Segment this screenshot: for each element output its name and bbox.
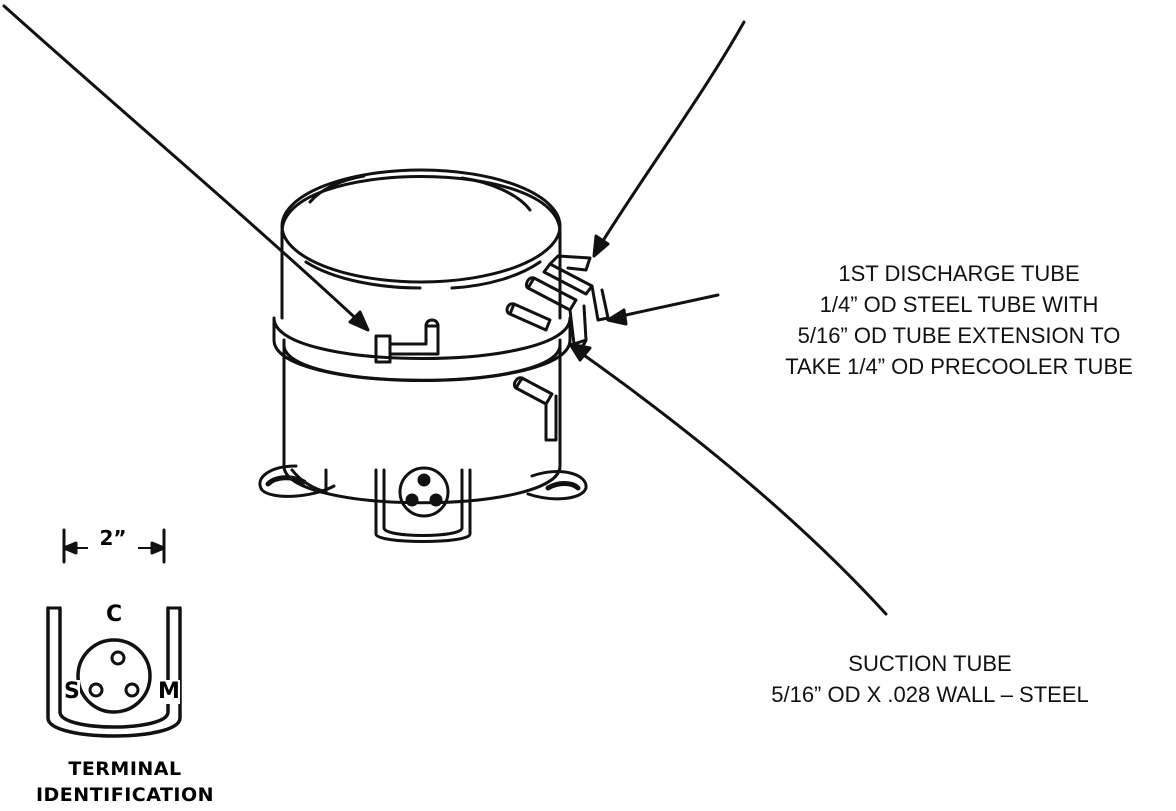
discharge-callout-line-3: 5/16” OD TUBE EXTENSION TO xyxy=(797,323,1121,348)
terminal-label-common: C xyxy=(106,602,123,627)
dome-body xyxy=(280,175,562,320)
terminal-inset-drawing xyxy=(46,528,182,738)
suction-callout-line-1: SUCTION TUBE xyxy=(848,651,1012,676)
leader-line-suction xyxy=(572,346,888,616)
lower-shell xyxy=(282,338,562,505)
discharge-tube-callout: 1ST DISCHARGE TUBE 1/4” OD STEEL TUBE WI… xyxy=(742,258,1176,382)
compressor-terminal-box xyxy=(374,466,472,543)
shell-flange xyxy=(272,316,572,382)
mounting-foot-right xyxy=(526,470,588,501)
terminal-label-main: M xyxy=(158,679,180,704)
dome-top xyxy=(280,168,562,284)
discharge-callout-line-1: 1ST DISCHARGE TUBE xyxy=(838,261,1080,286)
arrow-head-discharge xyxy=(606,308,628,326)
suction-tube-callout: SUCTION TUBE 5/16” OD X .028 WALL – STEE… xyxy=(690,648,1170,710)
arrow-head-left-fitting xyxy=(348,310,370,332)
mounting-foot-left xyxy=(258,464,336,498)
discharge-callout-line-2: 1/4” OD STEEL TUBE WITH xyxy=(819,292,1099,317)
leader-line-discharge xyxy=(610,293,720,320)
leader-line-left-fitting xyxy=(2,4,366,328)
process-fitting xyxy=(374,318,440,364)
suction-stub xyxy=(512,376,558,442)
discharge-callout-line-4: TAKE 1/4” OD PRECOOLER TUBE xyxy=(785,354,1133,379)
terminal-label-start: S xyxy=(64,679,80,704)
arrow-head-upper-tube xyxy=(592,234,610,258)
discharge-tubes xyxy=(505,254,610,350)
suction-callout-line-2: 5/16” OD X .028 WALL – STEEL xyxy=(771,682,1089,707)
terminal-caption-line-2: IDENTIFICATION xyxy=(35,784,215,806)
terminal-spacing-dimension: 2” xyxy=(88,526,138,550)
leader-line-upper-tube xyxy=(594,20,746,254)
terminal-caption-line-1: TERMINAL xyxy=(68,758,182,780)
